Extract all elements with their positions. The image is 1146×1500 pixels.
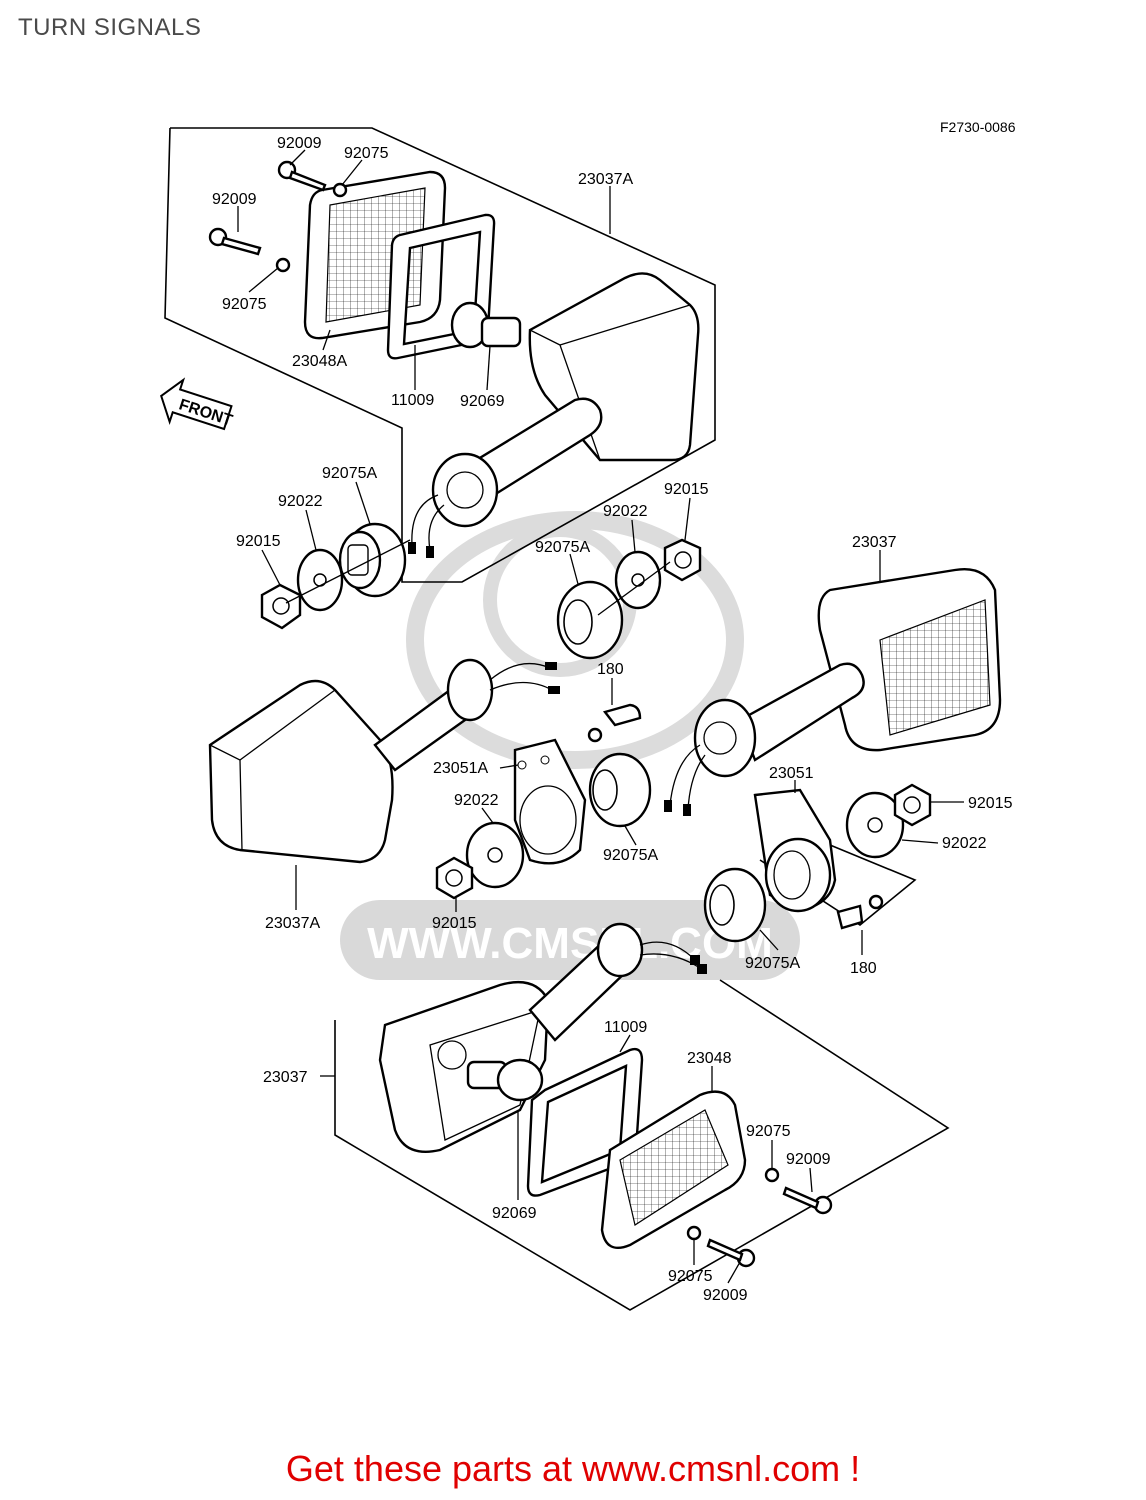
bulb-92069-bottom bbox=[466, 1058, 544, 1102]
bolt-180-lower bbox=[836, 894, 884, 930]
nut-92015-top bbox=[260, 583, 302, 630]
base-flange-top bbox=[431, 452, 499, 528]
label-180: 180 bbox=[597, 661, 624, 678]
label-23037A: 23037A bbox=[578, 171, 633, 188]
screw-92009-b bbox=[208, 227, 262, 256]
label-92009: 92009 bbox=[703, 1287, 748, 1304]
label-92075: 92075 bbox=[344, 145, 389, 162]
nut-92015-upper bbox=[663, 538, 702, 582]
washer-92075-d bbox=[686, 1225, 702, 1241]
bracket-23051-group bbox=[703, 783, 932, 943]
label-92009: 92009 bbox=[277, 135, 322, 152]
label-92015: 92015 bbox=[236, 533, 281, 550]
washer-92022-upper bbox=[614, 550, 662, 610]
bolt-180-upper bbox=[587, 703, 642, 743]
watermark-logo: WWW.CMSNL.COM bbox=[340, 511, 800, 980]
label-92069: 92069 bbox=[492, 1205, 537, 1222]
part-number-labels: 92009 92075 92009 92075 23048A 11009 920… bbox=[212, 135, 1013, 1304]
label-92022: 92022 bbox=[942, 835, 987, 852]
label-23048: 23048 bbox=[687, 1050, 732, 1067]
label-92069: 92069 bbox=[460, 393, 505, 410]
washer-92075-a bbox=[332, 182, 348, 198]
label-92015: 92015 bbox=[968, 795, 1013, 812]
label-92075: 92075 bbox=[668, 1268, 713, 1285]
label-92009: 92009 bbox=[786, 1151, 831, 1168]
label-23051A: 23051A bbox=[433, 760, 488, 777]
washer-92075-c bbox=[764, 1167, 780, 1183]
label-23037: 23037 bbox=[852, 534, 897, 551]
label-92075A: 92075A bbox=[322, 465, 377, 482]
label-92022: 92022 bbox=[603, 503, 648, 520]
label-92075A: 92075A bbox=[535, 539, 590, 556]
label-11009: 11009 bbox=[391, 392, 434, 409]
label-92075: 92075 bbox=[746, 1123, 791, 1140]
diagram-code: F2730-0086 bbox=[940, 119, 1016, 135]
screw-92009-d bbox=[706, 1238, 756, 1268]
screw-92009-c bbox=[782, 1186, 833, 1215]
right-turn-signal-assembly bbox=[556, 538, 1002, 816]
washer-92022-mid bbox=[465, 821, 525, 889]
label-92022: 92022 bbox=[278, 493, 323, 510]
bracket-23051A bbox=[513, 738, 587, 865]
label-92075A: 92075A bbox=[603, 847, 658, 864]
screw-92009-a bbox=[277, 160, 327, 192]
watermark-text: WWW.CMSNL.COM bbox=[367, 919, 773, 968]
label-92009: 92009 bbox=[212, 191, 257, 208]
label-23037: 23037 bbox=[263, 1069, 308, 1086]
grommet-92075A-lower bbox=[703, 867, 767, 943]
front-direction-marker: FRONT bbox=[160, 377, 235, 431]
page-title: TURN SIGNALS bbox=[18, 14, 202, 41]
leader-lines bbox=[237, 149, 964, 1284]
grommet-92075A-mid bbox=[588, 752, 652, 828]
label-180: 180 bbox=[850, 960, 877, 977]
lens-23048-bottom bbox=[600, 1090, 747, 1250]
footer-link-text[interactable]: Get these parts at www.cmsnl.com ! bbox=[285, 1448, 861, 1489]
nut-92015-mid bbox=[435, 856, 474, 900]
label-92075: 92075 bbox=[222, 296, 267, 313]
left-turn-signal-assembly bbox=[208, 658, 652, 900]
washer-92075-b bbox=[275, 257, 291, 273]
housing-23037-bottom bbox=[378, 980, 550, 1153]
label-92015: 92015 bbox=[432, 915, 477, 932]
grommet-92075A-upper bbox=[556, 580, 624, 660]
grommet-92075A-top bbox=[338, 522, 407, 598]
washer-92022-right bbox=[845, 791, 905, 859]
label-23051: 23051 bbox=[769, 765, 814, 782]
label-23037A: 23037A bbox=[265, 915, 320, 932]
lens-23048A bbox=[303, 170, 447, 340]
label-23048A: 23048A bbox=[292, 353, 347, 370]
label-92075A: 92075A bbox=[745, 955, 800, 972]
top-turn-signal-assembly bbox=[164, 127, 716, 630]
bottom-turn-signal-assembly bbox=[334, 922, 950, 1311]
label-11009: 11009 bbox=[604, 1019, 647, 1036]
nut-92015-right bbox=[893, 783, 932, 827]
bulb-92069 bbox=[450, 301, 522, 349]
label-92015: 92015 bbox=[664, 481, 709, 498]
label-92022: 92022 bbox=[454, 792, 499, 809]
washer-92022-top bbox=[296, 548, 344, 612]
